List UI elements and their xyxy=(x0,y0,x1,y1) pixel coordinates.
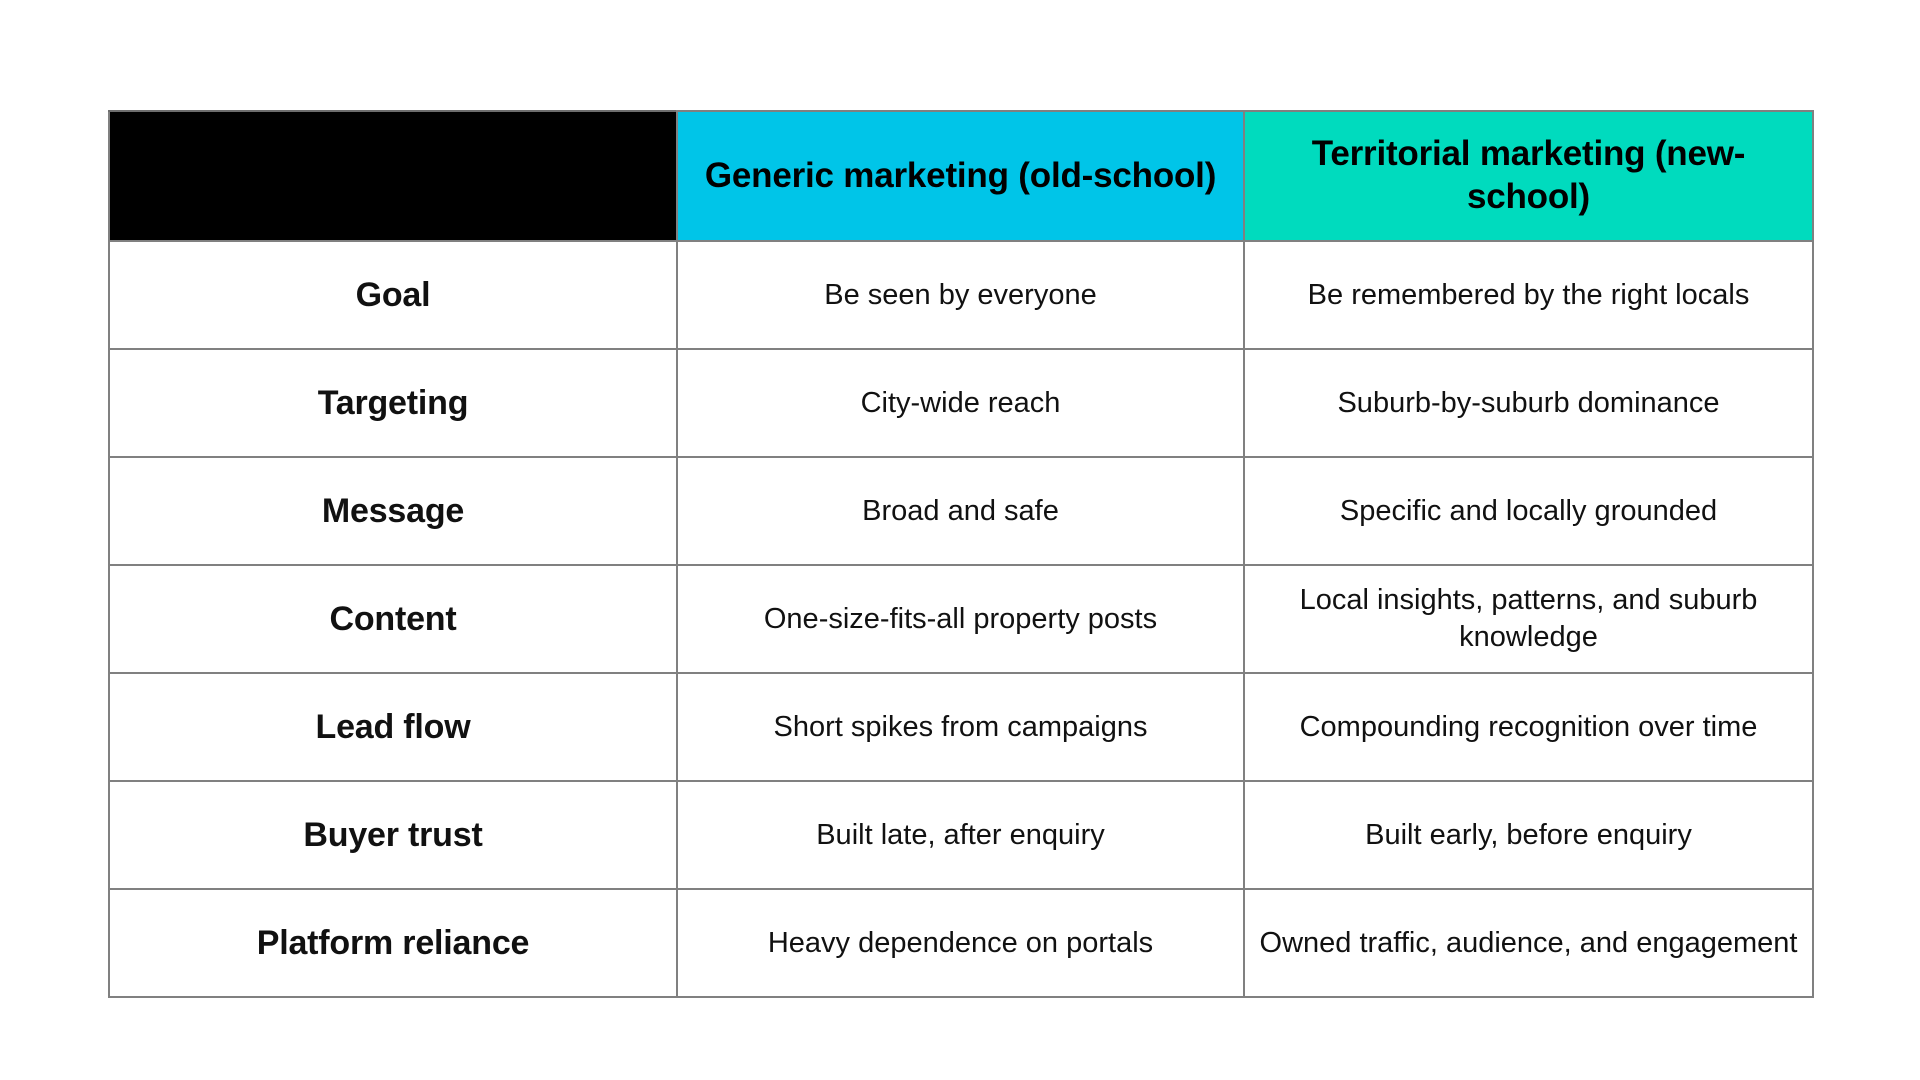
cell-generic-marketing: Built late, after enquiry xyxy=(676,780,1245,890)
header-cell-territorial-marketing: Territorial marketing (new-school) xyxy=(1243,110,1814,242)
row-label: Platform reliance xyxy=(108,888,678,998)
row-label: Content xyxy=(108,564,678,674)
comparison-table: Generic marketing (old-school) Territori… xyxy=(108,110,1814,998)
row-label: Message xyxy=(108,456,678,566)
cell-territorial-marketing: Suburb-by-suburb dominance xyxy=(1243,348,1814,458)
cell-territorial-marketing: Compounding recognition over time xyxy=(1243,672,1814,782)
row-label: Goal xyxy=(108,240,678,350)
cell-generic-marketing: Broad and safe xyxy=(676,456,1245,566)
cell-territorial-marketing: Specific and locally grounded xyxy=(1243,456,1814,566)
header-cell-generic-marketing: Generic marketing (old-school) xyxy=(676,110,1245,242)
cell-territorial-marketing: Owned traffic, audience, and engagement xyxy=(1243,888,1814,998)
row-label: Lead flow xyxy=(108,672,678,782)
cell-generic-marketing: Be seen by everyone xyxy=(676,240,1245,350)
cell-generic-marketing: One-size-fits-all property posts xyxy=(676,564,1245,674)
comparison-table-container: Generic marketing (old-school) Territori… xyxy=(108,110,1814,998)
table-header-row: Generic marketing (old-school) Territori… xyxy=(108,110,1814,242)
row-label: Targeting xyxy=(108,348,678,458)
cell-generic-marketing: Short spikes from campaigns xyxy=(676,672,1245,782)
cell-generic-marketing: City-wide reach xyxy=(676,348,1245,458)
header-cell-blank xyxy=(108,110,678,242)
table-header: Generic marketing (old-school) Territori… xyxy=(108,110,1814,242)
cell-territorial-marketing: Local insights, patterns, and suburb kno… xyxy=(1243,564,1814,674)
cell-territorial-marketing: Be remembered by the right locals xyxy=(1243,240,1814,350)
row-label: Buyer trust xyxy=(108,780,678,890)
cell-territorial-marketing: Built early, before enquiry xyxy=(1243,780,1814,890)
cell-generic-marketing: Heavy dependence on portals xyxy=(676,888,1245,998)
